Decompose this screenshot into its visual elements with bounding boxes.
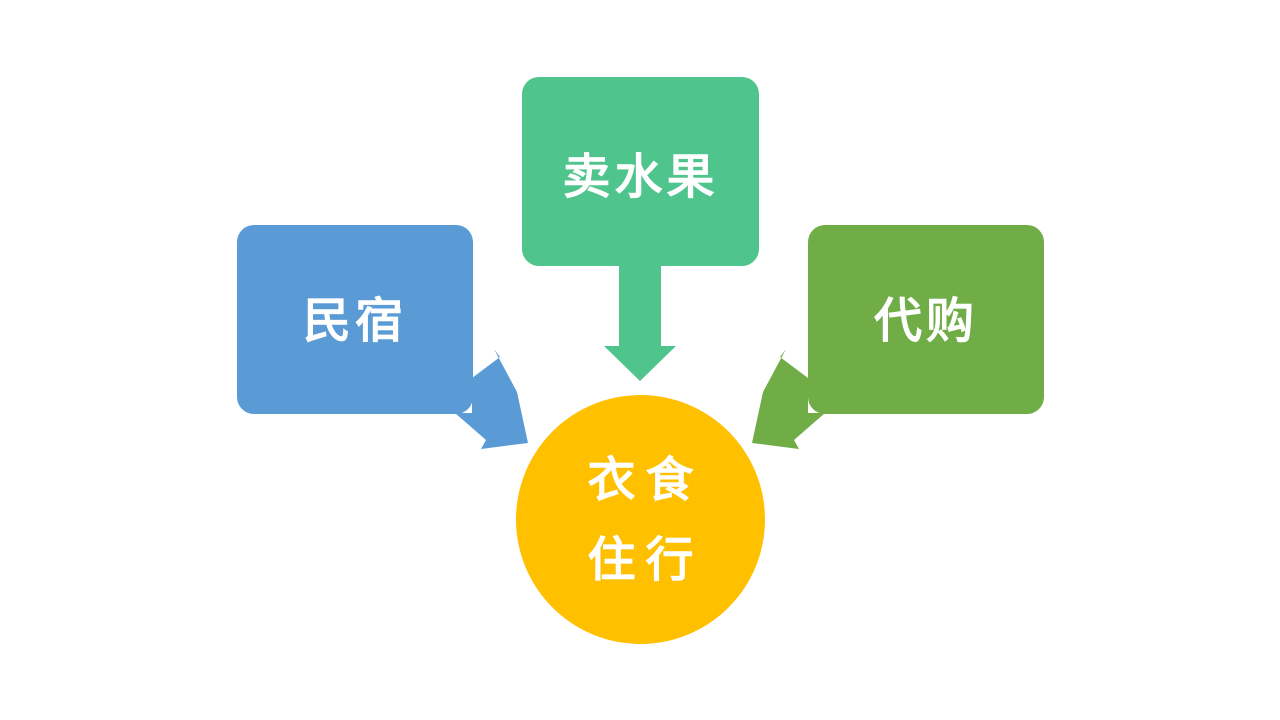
- node-daily-life-line1: 衣食: [587, 451, 704, 508]
- node-purchasing-agent-label: 代购: [873, 292, 978, 349]
- node-sell-fruit: 卖水果: [522, 77, 759, 266]
- node-daily-life-line2: 住行: [587, 531, 704, 588]
- node-homestay-label: 民宿: [302, 292, 407, 349]
- arrow-top-to-center: [604, 265, 676, 381]
- arrow-left-to-center: [455, 349, 528, 449]
- node-purchasing-agent: 代购: [808, 225, 1044, 414]
- arrow-right-to-center: [752, 349, 825, 449]
- node-sell-fruit-label: 卖水果: [562, 148, 719, 205]
- node-homestay: 民宿: [237, 225, 473, 414]
- node-daily-life: 衣食 住行: [516, 395, 765, 644]
